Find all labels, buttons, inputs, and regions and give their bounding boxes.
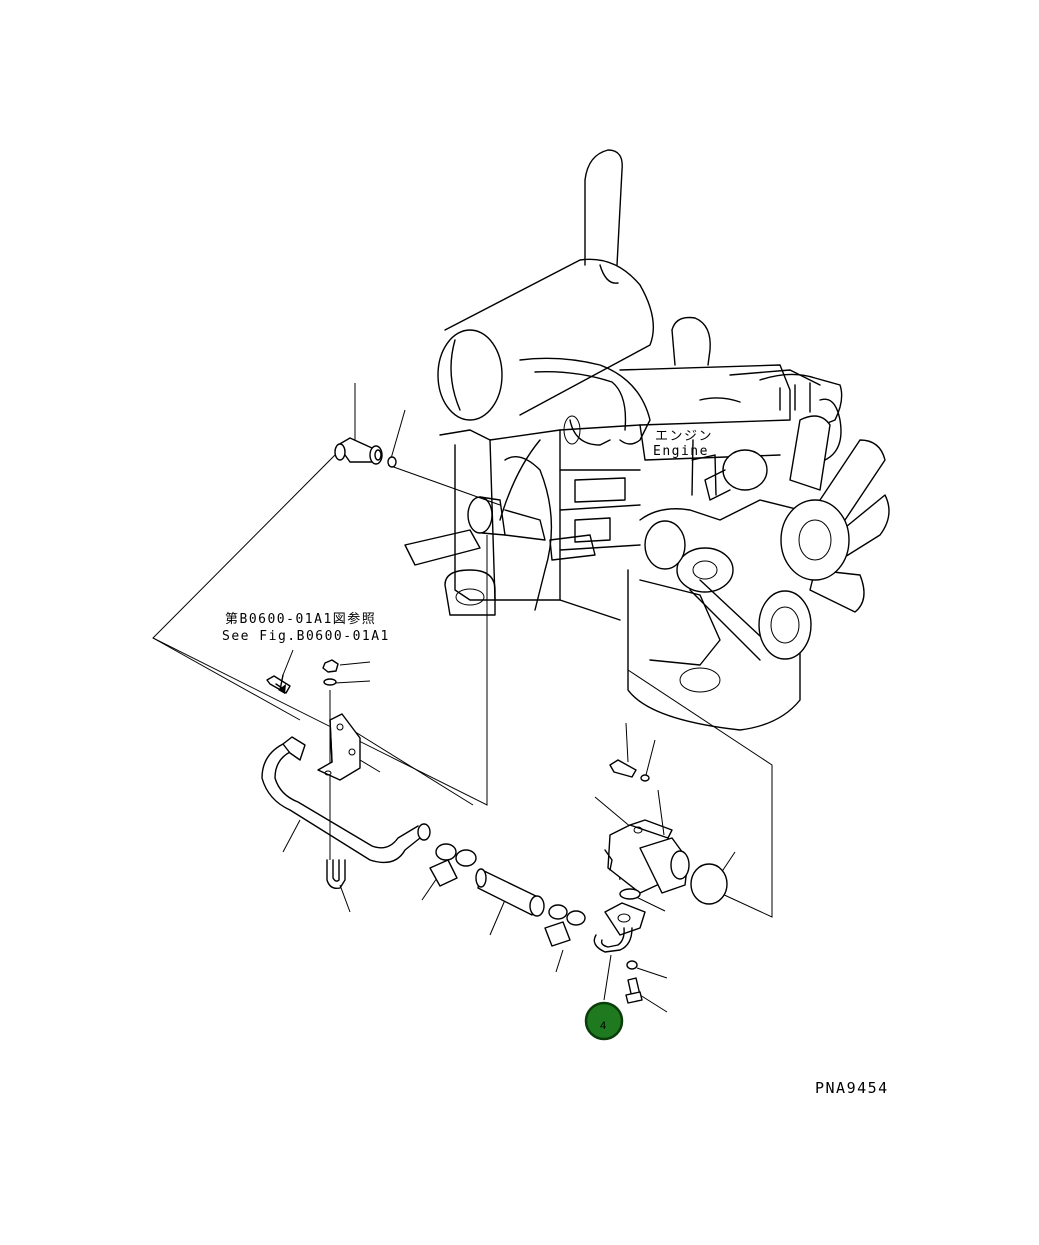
hose-clamp-1: [429, 843, 477, 887]
bracket: [317, 713, 361, 781]
nut: [322, 659, 339, 673]
reference-arrow: [279, 674, 284, 691]
bolt-bottom: [625, 977, 643, 1004]
engine-label-jp: エンジン: [655, 429, 713, 444]
drawing-code: PNA9454: [815, 1079, 889, 1097]
engine-label-en: Engine: [653, 444, 709, 459]
o-ring-small: [387, 456, 397, 468]
pump-housing: [604, 819, 690, 894]
reference-note-en: See Fig.B0600-01A1: [222, 629, 390, 644]
leader-lines: [152, 383, 773, 1013]
flange-elbow: [593, 902, 646, 953]
reference-note-jp: 第B0600-01A1図参照: [225, 611, 376, 627]
washer-bottom: [626, 960, 638, 970]
bolt-reference: [266, 675, 291, 694]
u-fitting: [326, 859, 346, 890]
bolt-top: [609, 759, 637, 778]
hose-clamp-2: [544, 904, 586, 947]
callout-4[interactable]: 4: [584, 1001, 624, 1041]
long-pipe: [261, 736, 431, 864]
hose: [475, 868, 545, 917]
reference-arrowhead: [278, 684, 286, 694]
callout-number[interactable]: 4: [600, 1020, 606, 1032]
o-ring-large: [690, 863, 728, 905]
gasket: [619, 888, 641, 900]
engine-assembly: エンジン Engine: [404, 149, 890, 731]
parts: [261, 437, 728, 1004]
washer: [323, 678, 337, 686]
fan: [780, 415, 890, 613]
elbow-fitting: [334, 437, 383, 465]
callout-marker[interactable]: [584, 1001, 624, 1041]
washer-top: [640, 774, 650, 782]
